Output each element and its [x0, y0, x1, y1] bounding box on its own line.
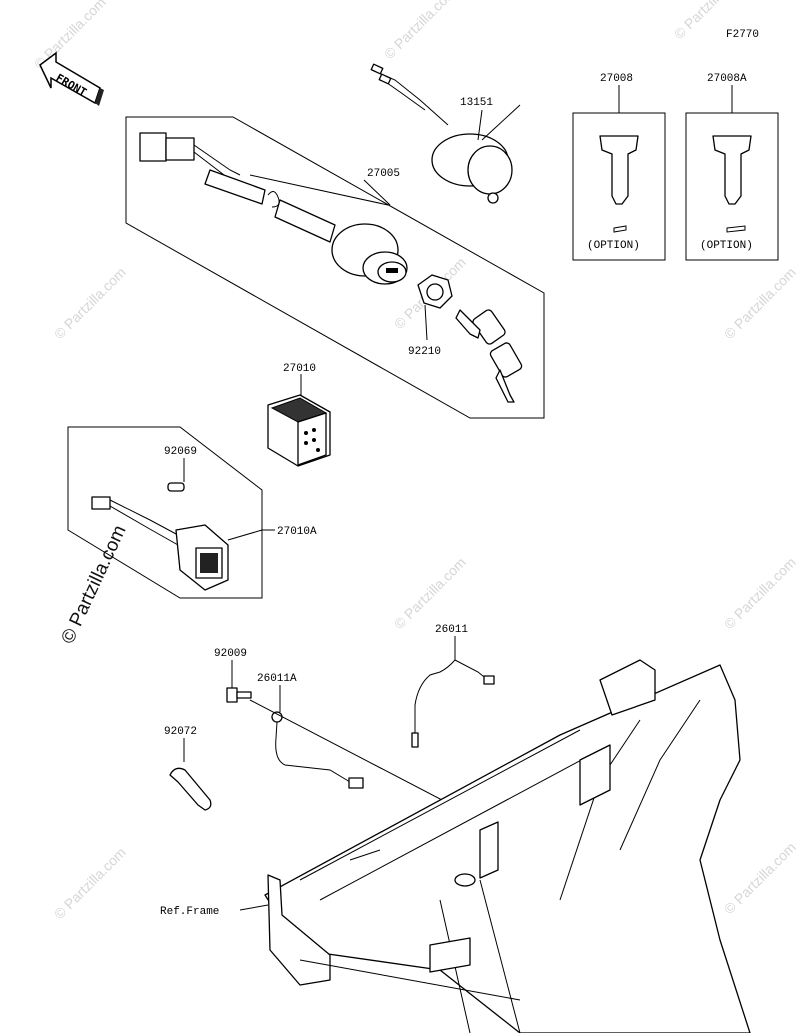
front-arrow: FRONT — [39, 51, 104, 106]
watermark: © Partzilla.com — [391, 554, 469, 632]
key-pair-icon — [455, 309, 523, 403]
watermark: © Partzilla.com — [721, 264, 799, 342]
sensor-icon — [411, 732, 419, 748]
part-label-27005: 27005 — [367, 168, 400, 180]
switch-27010A-group — [67, 426, 275, 599]
key-blank-icon — [599, 135, 639, 205]
part-label-27008A: 27008A — [707, 73, 747, 85]
bolt-icon — [226, 687, 238, 703]
figure-code: F2770 — [726, 29, 759, 41]
watermark: © Partzilla.com — [721, 554, 799, 632]
band-icon — [169, 767, 212, 811]
part-label-92009: 92009 — [214, 648, 247, 660]
watermark: © Partzilla.com — [721, 839, 799, 917]
part-label-27008: 27008 — [600, 73, 633, 85]
watermark: © Partzilla.com — [51, 844, 129, 922]
key-blank-icon — [712, 135, 752, 205]
sensor-26011 — [411, 636, 495, 748]
note-27008: (OPTION) — [587, 240, 640, 252]
key-27008-box: (OPTION) — [572, 85, 666, 261]
clamp-92072 — [169, 738, 212, 811]
note-27008A: (OPTION) — [700, 240, 753, 252]
part-label-27010A: 27010A — [277, 526, 317, 538]
side-copyright: © Partzilla.com — [57, 522, 130, 647]
watermark: © Partzilla.com — [31, 0, 109, 72]
frame-assembly — [264, 659, 751, 1033]
ignition-switch-group — [125, 116, 545, 419]
frame-reference-label: Ref.Frame — [160, 906, 219, 918]
part-label-92210: 92210 — [408, 346, 441, 358]
part-label-26011A: 26011A — [257, 673, 297, 685]
connector-icon — [139, 132, 167, 162]
key-27008A-box: (OPTION) — [685, 85, 779, 261]
watermark: © Partzilla.com — [381, 0, 459, 62]
part-label-13151: 13151 — [460, 97, 493, 109]
leader-lines — [227, 104, 521, 541]
rocker-switch-27010 — [267, 374, 331, 467]
part-label-92069: 92069 — [164, 446, 197, 458]
bulb-icon — [167, 482, 185, 492]
connector-icon — [91, 496, 111, 510]
part-label-92072: 92072 — [164, 726, 197, 738]
part-label-26011: 26011 — [435, 624, 468, 636]
part-label-27010: 27010 — [283, 363, 316, 375]
key-cylinder-13151 — [370, 63, 513, 204]
watermark: © Partzilla.com — [51, 264, 129, 342]
